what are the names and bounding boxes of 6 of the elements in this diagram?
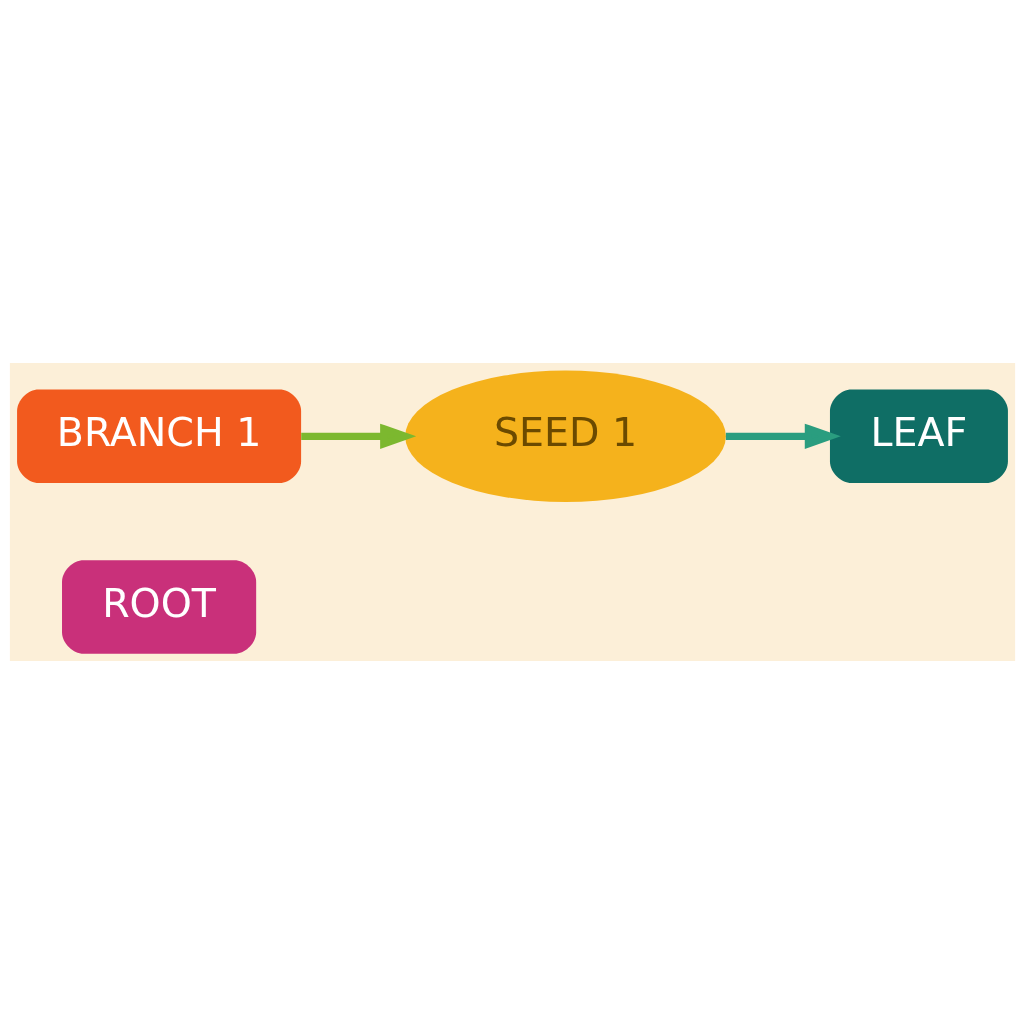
node-ellipse: SEED 1 [404, 370, 726, 502]
node-box: BRANCH 1 [16, 389, 301, 484]
node-box: ROOT [61, 560, 256, 654]
node-box: LEAF [829, 389, 1008, 484]
arrow [725, 423, 841, 449]
arrow [300, 423, 416, 449]
